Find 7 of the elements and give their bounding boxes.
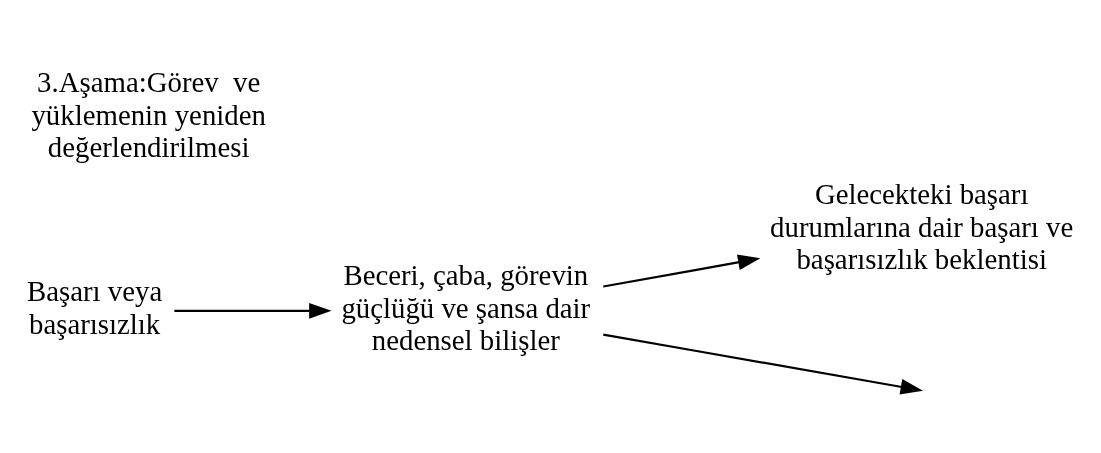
node-text: Beceri, çaba, görevin güçlüğü ve şansa dair nedensel bilişler	[341, 259, 591, 357]
diagram-title: 3.Aşama:Görev ve yüklemenin yeniden değerlendirilmesi	[31, 66, 266, 164]
arrow	[603, 333, 923, 395]
arrow	[603, 254, 761, 288]
arrow	[174, 303, 332, 319]
node-text: Gelecekteki başarı durumlarına dair başarı ve başarısızlık beklentisi	[770, 178, 1074, 276]
node-text: Başarı veya başarısızlık	[27, 275, 163, 340]
